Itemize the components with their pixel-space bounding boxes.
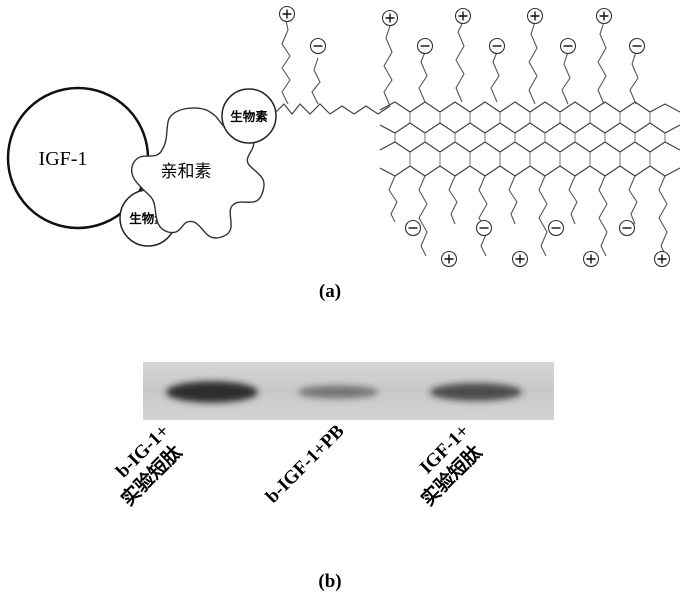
- plus-charge-icon: [511, 250, 529, 268]
- plus-charge-icon: [381, 9, 399, 27]
- panel-a-label: (a): [319, 281, 341, 302]
- backbone-strand-1: [379, 101, 681, 113]
- panel-b-label: (b): [318, 571, 341, 592]
- minus-charge-icon: [309, 37, 327, 55]
- panel-b: b-IG-1+ 实验短肽 b-IGF-1+PB IGF-1+ 实验短肽 (b): [112, 362, 554, 592]
- sheet-crosslinks: [394, 112, 666, 166]
- lower-side-chains: [388, 175, 668, 257]
- plus-charge-icon: [653, 250, 671, 268]
- lane-2-line1: b-IGF-1+PB: [262, 420, 349, 507]
- minus-charge-icon: [475, 219, 493, 237]
- minus-charge-icon: [547, 219, 565, 237]
- side-chain: [281, 19, 291, 105]
- biotin-label-2: 生物素: [230, 109, 268, 124]
- minus-charge-icon: [628, 37, 646, 55]
- plus-charge-icon: [440, 250, 458, 268]
- plus-charge-icon: [454, 7, 472, 25]
- backbone-strand-4: [379, 165, 681, 177]
- gel-band-lane-1: [166, 381, 258, 403]
- plus-charge-icon: [582, 250, 600, 268]
- avidin-label: 亲和素: [161, 162, 212, 182]
- negative-charges: [309, 37, 646, 237]
- minus-charge-icon: [559, 37, 577, 55]
- plus-charge-icon: [595, 7, 613, 25]
- lane-label-1: b-IG-1+ 实验短肽: [112, 421, 187, 511]
- backbone-strand-3: [379, 141, 681, 153]
- biotin-circle-2: [221, 88, 277, 144]
- positive-charges: [278, 5, 671, 268]
- gel-band-lane-2: [298, 385, 378, 399]
- gel-bands: [166, 381, 522, 403]
- lane-label-2: b-IGF-1+PB: [262, 420, 349, 507]
- upper-side-chains: [383, 21, 639, 107]
- linker-chain: [275, 103, 391, 115]
- panel-a: IGF-1 生物素 亲和素 生物素: [6, 5, 681, 302]
- backbone-strand-2: [379, 122, 681, 134]
- minus-charge-icon: [416, 37, 434, 55]
- igf1-label: IGF-1: [39, 148, 88, 170]
- gel-band-lane-3: [430, 383, 522, 401]
- plus-charge-icon: [278, 5, 296, 23]
- plus-charge-icon: [526, 7, 544, 25]
- minus-charge-icon: [618, 219, 636, 237]
- side-chain: [311, 57, 321, 105]
- minus-charge-icon: [488, 37, 506, 55]
- minus-charge-icon: [404, 219, 422, 237]
- lane-label-3: IGF-1+ 实验短肽: [416, 421, 487, 511]
